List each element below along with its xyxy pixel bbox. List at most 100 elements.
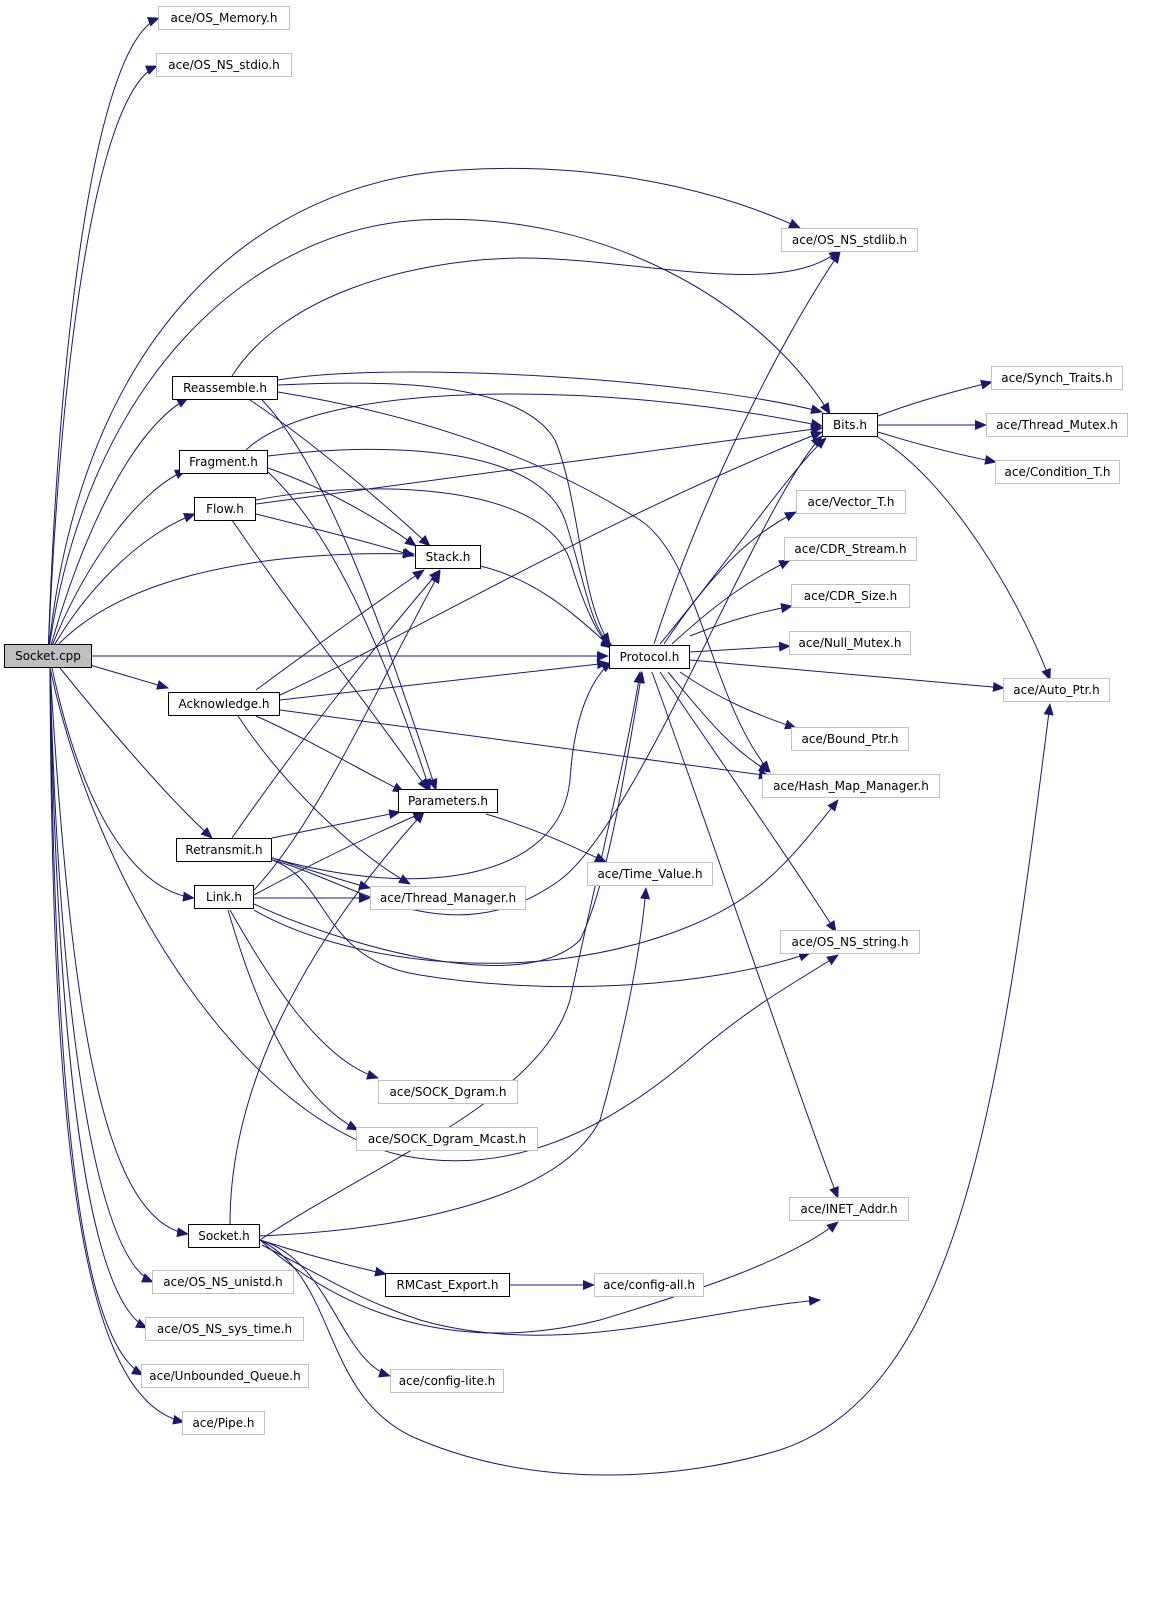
node-cdr-stream[interactable]: ace/CDR_Stream.h	[784, 537, 917, 561]
node-link[interactable]: Link.h	[194, 885, 254, 909]
edge-protocol-to-cdr-size	[689, 603, 793, 637]
node-bound-ptr[interactable]: ace/Bound_Ptr.h	[791, 727, 909, 751]
edge-socket-cpp-to-retransmit	[59, 667, 213, 839]
edge-protocol-to-vector-t	[663, 511, 797, 645]
edge-parameters-to-time-value	[485, 813, 607, 863]
node-hash-map-manager[interactable]: ace/Hash_Map_Manager.h	[762, 774, 940, 798]
node-null-mutex[interactable]: ace/Null_Mutex.h	[789, 631, 911, 655]
edge-bits-to-auto-ptr	[875, 435, 1051, 681]
node-stack[interactable]: Stack.h	[415, 545, 481, 569]
node-synch-traits[interactable]: ace/Synch_Traits.h	[991, 366, 1123, 390]
node-config-lite[interactable]: ace/config-lite.h	[390, 1369, 504, 1393]
node-condition-t[interactable]: ace/Condition_T.h	[995, 460, 1120, 484]
edge-socket-cpp-to-reassemble	[47, 397, 189, 657]
node-os-ns-string[interactable]: ace/OS_NS_string.h	[780, 930, 920, 954]
edge-socket-cpp-to-os-ns-stdlib	[47, 167, 801, 657]
edge-retransmit-to-os-ns-string	[271, 859, 811, 988]
edge-bits-to-synch-traits	[877, 379, 993, 417]
node-cdr-size[interactable]: ace/CDR_Size.h	[791, 584, 910, 608]
edge-socket-cpp-to-flow	[47, 512, 196, 657]
edge-protocol-to-inet-addr	[651, 671, 839, 1199]
edge-socket-h-to-auto-ptr	[259, 703, 1054, 1476]
edge-link-to-stack	[253, 571, 441, 891]
edge-socket-cpp-to-link	[51, 667, 195, 902]
edge-retransmit-to-thread-manager	[271, 857, 371, 890]
edge-retransmit-to-bits	[271, 435, 823, 916]
edge-protocol-to-hash-map-manager	[667, 671, 771, 773]
edge-protocol-to-auto-ptr	[689, 659, 1005, 692]
edge-reassemble-to-parameters	[261, 399, 438, 791]
node-protocol[interactable]: Protocol.h	[609, 645, 690, 669]
node-retransmit[interactable]: Retransmit.h	[176, 838, 272, 862]
edge-protocol-to-os-ns-stdlib	[653, 251, 841, 645]
edge-flow-to-bits	[255, 424, 823, 505]
node-pipe[interactable]: ace/Pipe.h	[182, 1411, 265, 1435]
edge-acknowledge-to-protocol	[279, 659, 609, 701]
edge-socket-h-to-protocol	[259, 671, 644, 1241]
node-auto-ptr[interactable]: ace/Auto_Ptr.h	[1003, 678, 1110, 702]
edge-socket-h-to-time-value	[259, 887, 651, 1237]
edge-retransmit-to-parameters	[271, 809, 401, 839]
node-bits[interactable]: Bits.h	[822, 413, 878, 437]
edge-fragment-to-stack	[267, 467, 417, 547]
node-thread-mutex[interactable]: ace/Thread_Mutex.h	[986, 413, 1128, 437]
edge-reassemble-to-hash-map-manager	[277, 391, 771, 773]
edge-socket-cpp-to-os-ns-sys-time	[49, 667, 148, 1329]
edge-socket-cpp-to-unbounded-queue	[49, 667, 144, 1376]
node-config-all[interactable]: ace/config-all.h	[594, 1273, 704, 1297]
edge-protocol-to-null-mutex	[689, 641, 791, 653]
node-parameters[interactable]: Parameters.h	[398, 789, 498, 813]
edge-acknowledge-to-thread-manager	[237, 715, 411, 885]
node-os-ns-sys-time[interactable]: ace/OS_NS_sys_time.h	[145, 1317, 304, 1341]
node-thread-manager[interactable]: ace/Thread_Manager.h	[370, 886, 526, 910]
node-os-ns-stdlib[interactable]: ace/OS_NS_stdlib.h	[781, 228, 918, 252]
edge-socket-cpp-to-os-memory	[47, 17, 160, 657]
edge-socket-cpp-to-socket-h	[49, 667, 189, 1238]
node-acknowledge[interactable]: Acknowledge.h	[168, 692, 280, 716]
edge-reassemble-to-stack	[249, 399, 431, 547]
edge-fragment-to-parameters	[267, 471, 432, 791]
node-fragment[interactable]: Fragment.h	[179, 450, 268, 474]
edge-socket-cpp-to-acknowledge	[89, 664, 169, 690]
edge-reassemble-to-protocol	[277, 382, 611, 645]
edge-socket-h-to-config-lite	[259, 1239, 391, 1378]
edge-socket-cpp-to-bits	[47, 218, 831, 657]
node-os-ns-unistd[interactable]: ace/OS_NS_unistd.h	[152, 1270, 294, 1294]
node-os-ns-stdio[interactable]: ace/OS_NS_stdio.h	[156, 53, 292, 77]
node-sock-dgram-mcast[interactable]: ace/SOCK_Dgram_Mcast.h	[356, 1127, 538, 1151]
edge-socket-h-to-rmcast-export	[259, 1239, 387, 1277]
node-os-memory[interactable]: ace/OS_Memory.h	[158, 6, 290, 30]
edge-acknowledge-to-stack	[255, 569, 425, 691]
edge-link-to-hash-map-manager	[253, 799, 839, 964]
node-time-value[interactable]: ace/Time_Value.h	[587, 862, 713, 886]
edge-socket-cpp-to-os-ns-stdio	[47, 65, 158, 657]
edge-acknowledge-to-hash-map-manager	[279, 709, 771, 780]
node-sock-dgram[interactable]: ace/SOCK_Dgram.h	[378, 1080, 518, 1104]
edge-retransmit-to-stack	[231, 569, 441, 839]
edge-socket-h-to-inet-addr	[259, 1221, 839, 1334]
edge-socket-h-to-os-ns-string-2	[261, 1244, 821, 1336]
node-vector-t[interactable]: ace/Vector_T.h	[796, 490, 906, 514]
edge-stack-to-protocol	[479, 565, 613, 649]
edge-retransmit-to-protocol	[271, 661, 613, 880]
edge-flow-to-stack	[255, 513, 415, 558]
edge-socket-cpp-to-fragment	[47, 469, 187, 657]
edge-link-to-sock-dgram	[229, 909, 379, 1080]
node-rmcast-export[interactable]: RMCast_Export.h	[385, 1273, 510, 1297]
edge-socket-cpp-to-os-ns-unistd	[49, 667, 154, 1283]
node-socket-cpp: Socket.cpp	[4, 644, 92, 668]
edge-bits-to-condition-t	[877, 431, 997, 465]
edge-socket-cpp-to-pipe	[49, 667, 185, 1425]
node-inet-addr[interactable]: ace/INET_Addr.h	[789, 1197, 909, 1221]
node-reassemble[interactable]: Reassemble.h	[172, 376, 278, 400]
node-unbounded-queue[interactable]: ace/Unbounded_Queue.h	[141, 1364, 309, 1388]
edge-flow-to-parameters	[231, 519, 429, 791]
node-flow[interactable]: Flow.h	[194, 497, 256, 521]
edge-acknowledge-to-parameters	[255, 715, 405, 793]
edge-protocol-to-os-ns-string	[659, 671, 837, 933]
edge-link-to-parameters	[253, 811, 425, 896]
edge-socket-cpp-to-os-ns-string	[49, 667, 839, 1162]
node-socket-h[interactable]: Socket.h	[188, 1224, 260, 1248]
